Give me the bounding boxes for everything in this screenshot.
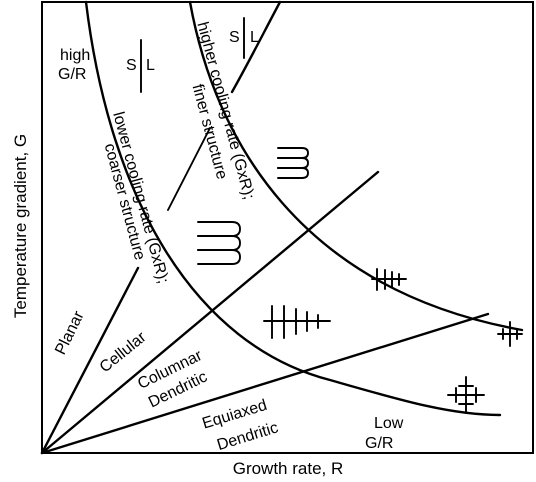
- solid-label-top: S: [229, 29, 240, 46]
- lower-cooling-leader: [167, 127, 211, 211]
- planar-cellular-boundary: [40, 266, 140, 455]
- low-gr-label-1: Low: [374, 415, 404, 432]
- liquid-label: L: [146, 57, 155, 74]
- cellular-columnar-boundary: [40, 170, 380, 455]
- columnar-equiaxed-boundary: [40, 312, 490, 455]
- lower-cooling-rate-curve: [84, 0, 502, 417]
- columnar-dendrite-icon-small: [371, 268, 407, 291]
- planar-label: Planar: [52, 308, 88, 358]
- solid-label: S: [126, 57, 137, 74]
- cellular-structure-icon: [197, 221, 241, 265]
- low-gr-label-2: G/R: [365, 435, 393, 452]
- plot-frame: [41, 1, 534, 454]
- equiaxed-dendrite-icon: [447, 376, 485, 413]
- right-boundary-curve: [230, 0, 282, 94]
- higher-cooling-rate-curve: [188, 0, 524, 332]
- columnar-dendrite-icon: [263, 305, 331, 339]
- liquid-label-top: L: [250, 29, 259, 46]
- y-axis-label: Temperature gradient, G: [11, 134, 30, 318]
- cellular-structure-icon-small: [277, 147, 309, 179]
- x-axis-label: Growth rate, R: [233, 459, 344, 478]
- high-gr-label-2: G/R: [58, 66, 86, 83]
- high-gr-label-1: high: [60, 47, 90, 64]
- equiaxed-dendrite-icon-small: [497, 321, 523, 347]
